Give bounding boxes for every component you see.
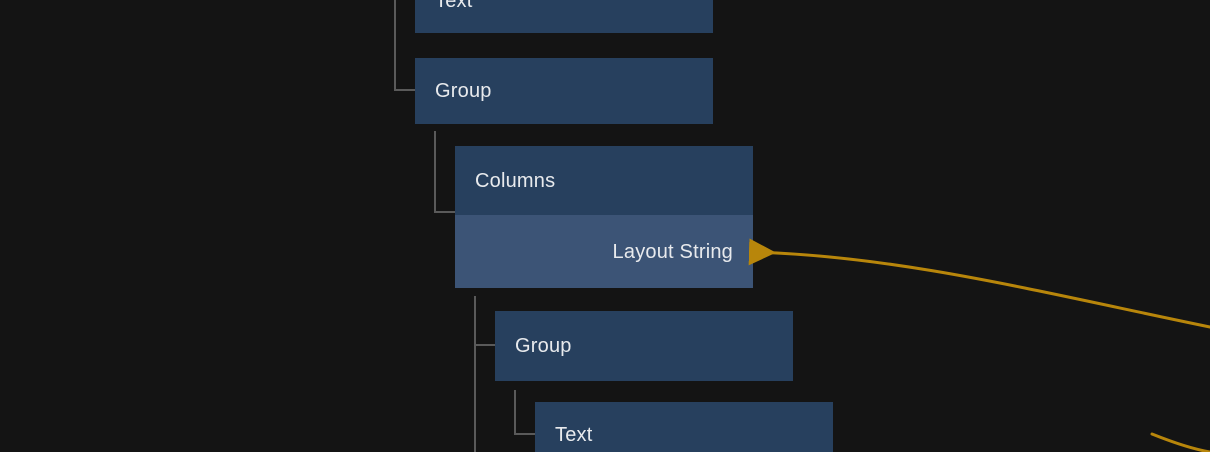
tree-node-label: Group [515, 335, 572, 357]
tree-node-layout-string[interactable]: Layout String [455, 215, 753, 288]
tree-node-text-bottom[interactable]: Text [535, 402, 833, 452]
tree-node-label: Text [555, 423, 593, 446]
tree-connector-root-to-group [394, 0, 415, 91]
tree-connector-group2-to-text [514, 390, 535, 435]
tree-connector-group-to-columns [434, 131, 455, 213]
tree-node-label: Columns [475, 169, 556, 192]
tree-node-label: Layout String [612, 240, 733, 263]
tree-node-group-lower[interactable]: Group [495, 311, 793, 381]
tree-node-columns[interactable]: Columns [455, 146, 753, 215]
annotation-arrow-to-layout-string [748, 238, 1210, 329]
tree-node-label: Text [435, 0, 473, 12]
tree-node-label: Group [435, 80, 492, 102]
tree-connector-group2-stub [474, 344, 495, 346]
tree-node-group-upper[interactable]: Group [415, 58, 713, 124]
tree-connector-trunk [474, 296, 476, 452]
tree-node-text-top[interactable]: Text [415, 0, 713, 33]
annotation-arrow-lower-offscreen [1150, 432, 1210, 452]
